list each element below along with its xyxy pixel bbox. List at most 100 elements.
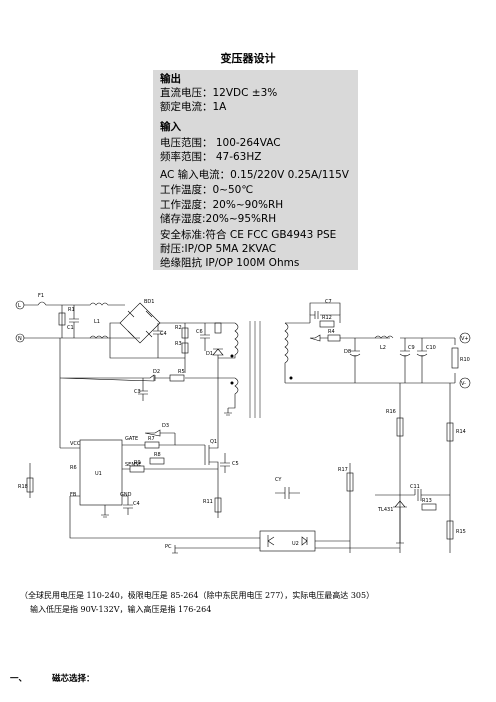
svg-text:D8: D8 <box>344 349 351 355</box>
terminal-vminus <box>459 377 471 389</box>
svg-text:L2: L2 <box>380 345 386 351</box>
svg-text:F1: F1 <box>38 293 44 299</box>
diode-d8 <box>309 334 328 342</box>
capacitor-c10 <box>416 338 428 383</box>
svg-text:R12: R12 <box>322 315 332 321</box>
resistor-r12 <box>319 320 335 328</box>
page-title: 变压器设计 <box>220 52 276 65</box>
svg-text:R1: R1 <box>68 307 75 313</box>
input-range: 电压范围： 100-264VAC <box>160 137 281 149</box>
resistor-r10 <box>451 347 459 369</box>
svg-text:R11: R11 <box>203 499 213 505</box>
resistor-r18 <box>26 477 34 493</box>
svg-text:TL431: TL431 <box>377 507 393 513</box>
svg-text:C6: C6 <box>196 329 203 335</box>
svg-text:CY: CY <box>275 477 282 483</box>
svg-text:R5: R5 <box>178 369 185 375</box>
svg-text:V-: V- <box>461 381 466 387</box>
output-current: 额定电流：1A <box>160 101 227 113</box>
svg-text:R18: R18 <box>18 484 28 490</box>
voltage-note-line2: 输入低压是指 90V-132V，输入高压是指 176-264 <box>30 605 212 614</box>
capacitor-c6 <box>200 323 210 351</box>
svg-text:PC: PC <box>165 544 172 550</box>
operating-humidity: 工作湿度：20%~90%RH <box>160 199 284 211</box>
svg-text:U2: U2 <box>292 541 299 547</box>
mosfet-q1 <box>204 413 219 518</box>
svg-text:C9: C9 <box>408 345 415 351</box>
svg-text:R16: R16 <box>386 409 396 415</box>
resistor-r15 <box>446 520 454 540</box>
svg-text:R17: R17 <box>338 467 348 473</box>
transformer-core <box>249 321 261 418</box>
resistor-r7 <box>144 441 160 449</box>
svg-text:R7: R7 <box>148 436 155 442</box>
inductor-l1 <box>80 302 125 306</box>
svg-text:GATE: GATE <box>125 436 138 442</box>
svg-text:D1: D1 <box>206 351 213 357</box>
controller-u1 <box>79 439 123 506</box>
svg-text:VCC: VCC <box>70 441 81 447</box>
diode-d1 <box>212 348 224 373</box>
svg-text:C11: C11 <box>410 484 420 490</box>
svg-text:R2: R2 <box>175 325 182 331</box>
resistor-r3 <box>181 342 189 354</box>
spec-panel <box>153 70 358 270</box>
svg-text:R13: R13 <box>422 498 432 504</box>
capacitor-c4b <box>123 496 133 515</box>
svg-text:U1: U1 <box>95 471 102 477</box>
svg-text:D3: D3 <box>162 423 169 429</box>
output-heading: 输出 <box>160 73 181 85</box>
svg-text:R6: R6 <box>70 465 77 471</box>
output-voltage: 直流电压：12VDC ±3% <box>160 87 278 99</box>
capacitor-c11 <box>375 489 450 501</box>
resistor-r1 <box>58 312 66 326</box>
svg-text:N: N <box>18 336 22 342</box>
storage-humidity: 储存湿度:20%~95%RH <box>160 213 277 225</box>
svg-text:R3: R3 <box>175 341 182 347</box>
resistor-r14 <box>446 422 454 442</box>
svg-text:V+: V+ <box>461 336 469 342</box>
svg-text:C3: C3 <box>134 389 141 395</box>
capacitor-c8 <box>349 338 361 383</box>
capacitor-c4 <box>153 323 163 358</box>
bridge-rectifier-bd1 <box>119 302 161 344</box>
svg-text:D2: D2 <box>153 369 160 375</box>
tl431-regulator <box>393 500 407 544</box>
diode-d3 <box>144 429 176 446</box>
svg-text:C4: C4 <box>133 501 140 507</box>
capacitor-c9 <box>399 338 411 383</box>
svg-text:C7: C7 <box>325 299 332 305</box>
svg-text:GND: GND <box>120 492 132 498</box>
resistor-r8 <box>149 457 165 465</box>
resistor-r17 <box>346 472 354 492</box>
withstand-voltage: 耐压:IP/OP 5MA 2KVAC <box>160 243 277 255</box>
resistor-snubber <box>214 322 222 334</box>
svg-text:R10: R10 <box>460 357 470 363</box>
svg-text:C10: C10 <box>426 345 436 351</box>
operating-temp: 工作温度：0~50℃ <box>160 184 254 196</box>
svg-text:C1: C1 <box>67 325 74 331</box>
svg-text:L: L <box>18 303 21 309</box>
svg-text:R8: R8 <box>154 452 161 458</box>
fuse-f1 <box>24 301 80 306</box>
capacitor-cy <box>275 487 300 499</box>
svg-text:R9: R9 <box>134 460 141 466</box>
capacitor-c5 <box>220 453 230 473</box>
input-heading: 输入 <box>160 121 181 133</box>
resistor-r5 <box>169 374 185 382</box>
section-heading: 一、 磁芯选择： <box>10 672 95 684</box>
terminal-vplus <box>459 332 471 344</box>
svg-text:SENSE: SENSE <box>125 462 141 468</box>
capacitor-c3 <box>138 378 148 401</box>
insulation-resistance: 绝缘阻抗 IP/OP 100M Ohms <box>160 257 300 269</box>
svg-text:L1: L1 <box>94 319 100 325</box>
resistor-r2 <box>181 327 189 339</box>
voltage-note-line1: （全球民用电压是 110-240，极限电压是 85-264（除中东民用电压 27… <box>20 591 375 600</box>
safety-standard: 安全标准:符合 CE FCC GB4943 PSE <box>160 229 337 241</box>
svg-text:Q1: Q1 <box>210 439 217 445</box>
section-title: 磁芯选择： <box>51 674 95 684</box>
inductor-l2 <box>374 335 394 339</box>
section-number: 一、 <box>10 674 28 684</box>
svg-text:R4: R4 <box>328 329 335 335</box>
resistor-r13 <box>421 503 437 511</box>
